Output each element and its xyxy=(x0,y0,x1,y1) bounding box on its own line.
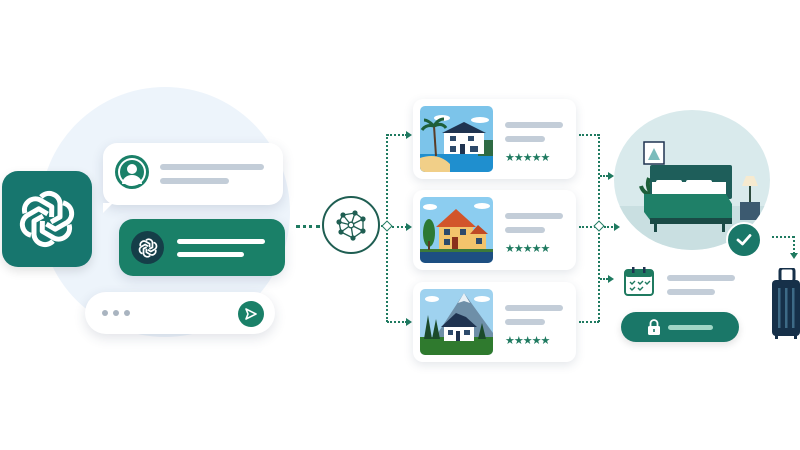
send-button[interactable] xyxy=(238,301,264,327)
text-placeholder-line xyxy=(668,325,713,330)
text-placeholder-line xyxy=(177,239,265,244)
suitcase-icon xyxy=(772,266,800,340)
ai-hub xyxy=(322,196,380,254)
typing-dot xyxy=(113,310,119,316)
star-rating: ★★★★★ xyxy=(505,335,550,347)
connector-line xyxy=(387,321,407,323)
user-icon xyxy=(118,158,146,186)
text-placeholder-line xyxy=(505,305,563,311)
calendar-check-icon xyxy=(623,265,655,297)
connector-line xyxy=(793,236,795,254)
connector-line xyxy=(604,226,616,228)
assistant-message-bubble xyxy=(119,219,285,276)
arrow-icon xyxy=(608,172,614,180)
check-icon xyxy=(736,234,752,246)
text-placeholder-line xyxy=(505,227,545,233)
property-image xyxy=(420,289,493,355)
connector-line xyxy=(296,225,320,228)
text-placeholder-line xyxy=(505,319,545,325)
message-input[interactable] xyxy=(85,292,275,334)
property-image xyxy=(420,197,493,263)
arrow-icon xyxy=(406,223,412,231)
arrow-icon xyxy=(614,223,620,231)
connector-line xyxy=(600,175,608,177)
text-placeholder-line xyxy=(505,136,545,142)
connector-line xyxy=(579,134,599,136)
listing-card-mountain-chalet[interactable]: ★★★★★ xyxy=(413,282,576,362)
connector-line xyxy=(579,226,599,228)
user-avatar xyxy=(115,155,149,189)
star-rating: ★★★★★ xyxy=(505,152,550,164)
booking-confirmed-badge xyxy=(726,222,762,258)
arrow-icon xyxy=(608,275,614,283)
arrow-icon xyxy=(790,253,798,259)
connector-line xyxy=(579,321,599,323)
star-rating: ★★★★★ xyxy=(505,243,550,255)
user-message-bubble xyxy=(103,143,283,213)
openai-logo-icon xyxy=(138,237,157,258)
app-logo[interactable] xyxy=(2,171,92,267)
text-placeholder-line xyxy=(505,213,563,219)
text-placeholder-line xyxy=(505,122,563,128)
mountain-chalet-image xyxy=(420,289,493,355)
assistant-avatar xyxy=(131,231,164,264)
junction-node xyxy=(381,220,393,232)
suburban-house-image xyxy=(420,197,493,263)
openai-logo-icon xyxy=(19,190,75,248)
listing-card-suburban-house[interactable]: ★★★★★ xyxy=(413,190,576,270)
connector-line xyxy=(600,278,608,280)
connector-line xyxy=(387,134,407,136)
typing-dot xyxy=(124,310,130,316)
connector-line xyxy=(772,236,794,238)
arrow-icon xyxy=(406,318,412,326)
text-placeholder-line xyxy=(177,252,244,257)
arrow-icon xyxy=(406,131,412,139)
text-placeholder-line xyxy=(667,275,735,281)
network-graph-icon xyxy=(336,210,366,241)
send-arrow-icon xyxy=(245,308,257,320)
typing-dot xyxy=(102,310,108,316)
junction-node xyxy=(593,220,605,232)
lock-icon xyxy=(648,319,660,335)
text-placeholder-line xyxy=(160,164,264,170)
text-placeholder-line xyxy=(160,178,229,184)
listing-card-beach-villa[interactable]: ★★★★★ xyxy=(413,99,576,179)
text-placeholder-line xyxy=(667,289,715,295)
connector-line xyxy=(392,226,407,228)
property-image xyxy=(420,106,493,172)
secure-checkout-button[interactable] xyxy=(621,312,739,342)
beach-villa-image xyxy=(420,106,493,172)
